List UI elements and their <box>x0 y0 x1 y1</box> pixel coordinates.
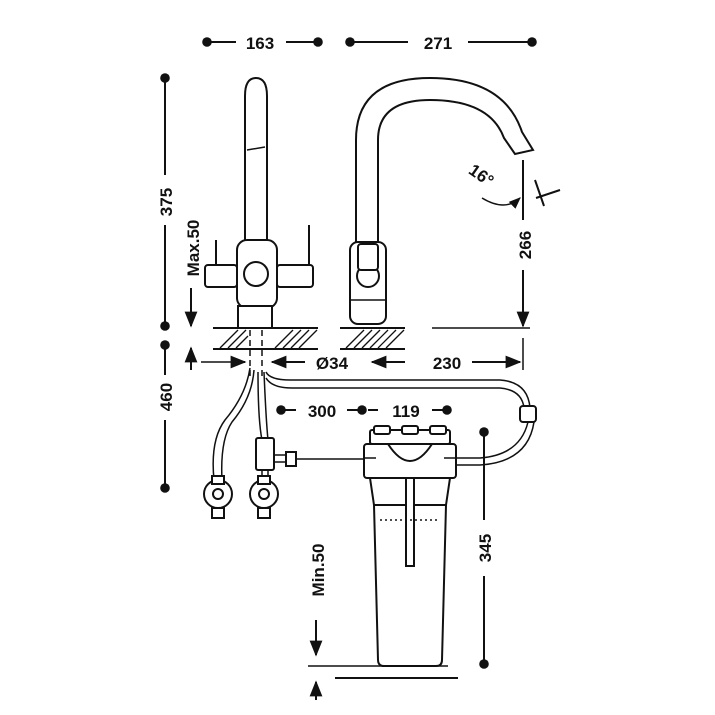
faucet-front-view <box>204 76 314 329</box>
dim-filter-horizontal: 300 119 <box>276 402 452 421</box>
dim-filter-vertical: 345 <box>476 427 495 669</box>
dim-spout-angle: 16° <box>465 160 561 215</box>
dim-min50-label: Min.50 <box>309 544 328 597</box>
dim-300-label: 300 <box>308 402 336 421</box>
hoses <box>212 330 537 481</box>
dim-diameter-label: Ø34 <box>316 354 349 373</box>
dim-top-right: 271 <box>345 34 537 53</box>
faucet-side-view <box>349 76 535 325</box>
water-filter <box>363 425 457 667</box>
dim-top-left: 163 <box>202 34 323 53</box>
dim-163-label: 163 <box>246 34 274 53</box>
dim-230-label: 230 <box>433 354 461 373</box>
dim-266-label: 266 <box>516 231 535 259</box>
dim-119-label: 119 <box>392 402 419 421</box>
deck-left <box>213 327 318 350</box>
deck-right <box>340 327 405 350</box>
dim-345-label: 345 <box>476 534 495 562</box>
valve-left <box>203 475 233 519</box>
dim-16deg-label: 16° <box>465 160 497 190</box>
dim-271-label: 271 <box>424 34 452 53</box>
valve-right <box>249 475 279 519</box>
dim-spout-height: 266 <box>432 215 535 329</box>
dim-left-vertical: 375 460 <box>157 73 176 493</box>
dim-min-clearance: Min.50 <box>308 544 458 700</box>
dim-375-label: 375 <box>157 188 176 216</box>
dim-max-deck: Max.50 <box>184 220 203 370</box>
dim-base-reach: Ø34 230 <box>201 338 524 373</box>
dim-460-label: 460 <box>157 383 176 411</box>
dim-max50-label: Max.50 <box>184 220 203 277</box>
